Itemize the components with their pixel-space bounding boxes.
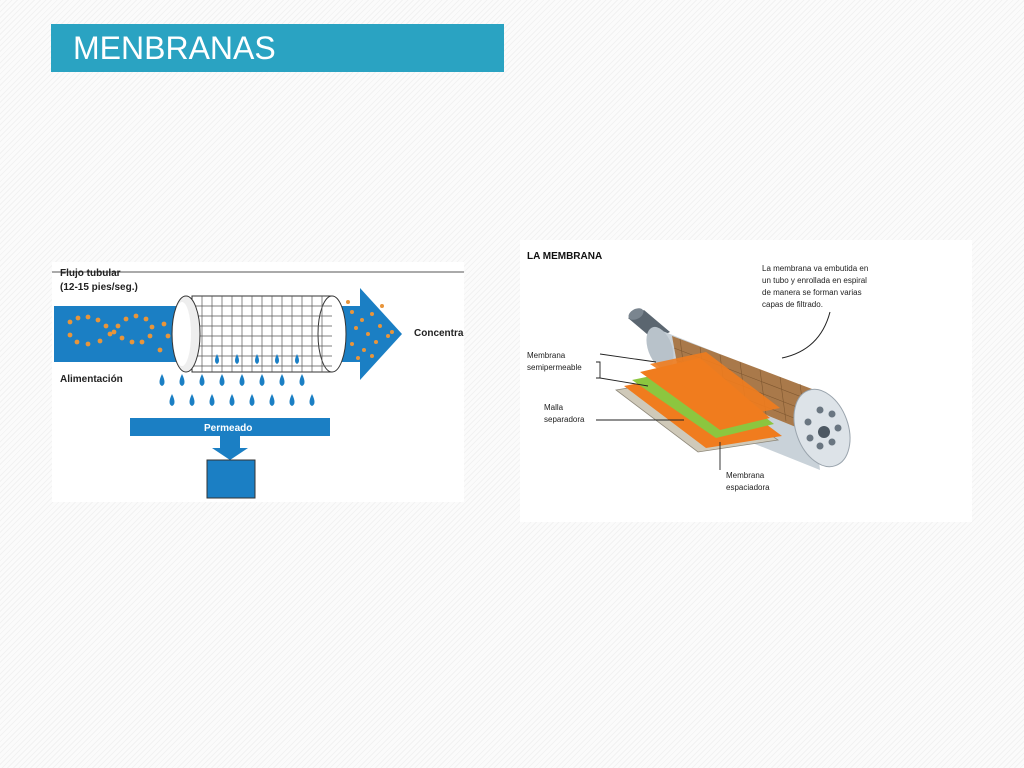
- semipermeable-label-line1: Membrana: [527, 351, 566, 360]
- membrane-note: La membrana va embutida en un tubo y enr…: [762, 264, 868, 309]
- layer-labels: Membrana semipermeable Malla separadora …: [527, 351, 770, 492]
- permeate-drops: [159, 354, 315, 406]
- note-pointer: [781, 311, 831, 359]
- note-line-1: La membrana va embutida en: [762, 264, 868, 273]
- flow-label-line2: (12-15 pies/seg.): [60, 282, 138, 293]
- flow-label-line1: Flujo tubular: [60, 268, 121, 279]
- feed-label: Alimentación: [60, 374, 123, 385]
- tubular-flow-figure: Flujo tubular (12-15 pies/seg.): [52, 268, 476, 499]
- leader-lines: [596, 353, 721, 470]
- concentrate-label: Concentrado: [414, 328, 464, 339]
- tubular-flow-diagram: Flujo tubular (12-15 pies/seg.): [52, 262, 476, 502]
- note-line-2: un tubo y enrollada en espiral: [762, 276, 867, 285]
- spacer-label-line1: Membrana: [726, 471, 765, 480]
- membrane-tube: [171, 295, 347, 373]
- spiral-membrane-figure: LA MEMBRANA La membrana va embutida en u…: [527, 251, 868, 492]
- permeate-label: Permeado: [204, 423, 252, 434]
- slide-title: MENBRANAS: [73, 30, 276, 66]
- permeate-collector: [130, 418, 330, 499]
- spacer-label-line2: espaciadora: [726, 483, 770, 492]
- figure-title: LA MEMBRANA: [527, 251, 602, 262]
- feed-particles: [67, 313, 171, 353]
- mesh-label-line2: separadora: [544, 415, 585, 424]
- unrolled-layers: [615, 352, 782, 453]
- note-line-4: capas de filtrado.: [762, 300, 823, 309]
- note-line-3: de manera se forman varias: [762, 288, 862, 297]
- spiral-membrane-diagram: LA MEMBRANA La membrana va embutida en u…: [520, 240, 972, 522]
- concentrate-particles: [346, 300, 394, 360]
- mesh-label-line1: Malla: [544, 403, 564, 412]
- slide-title-bar: MENBRANAS: [51, 24, 504, 72]
- semipermeable-label-line2: semipermeable: [527, 363, 582, 372]
